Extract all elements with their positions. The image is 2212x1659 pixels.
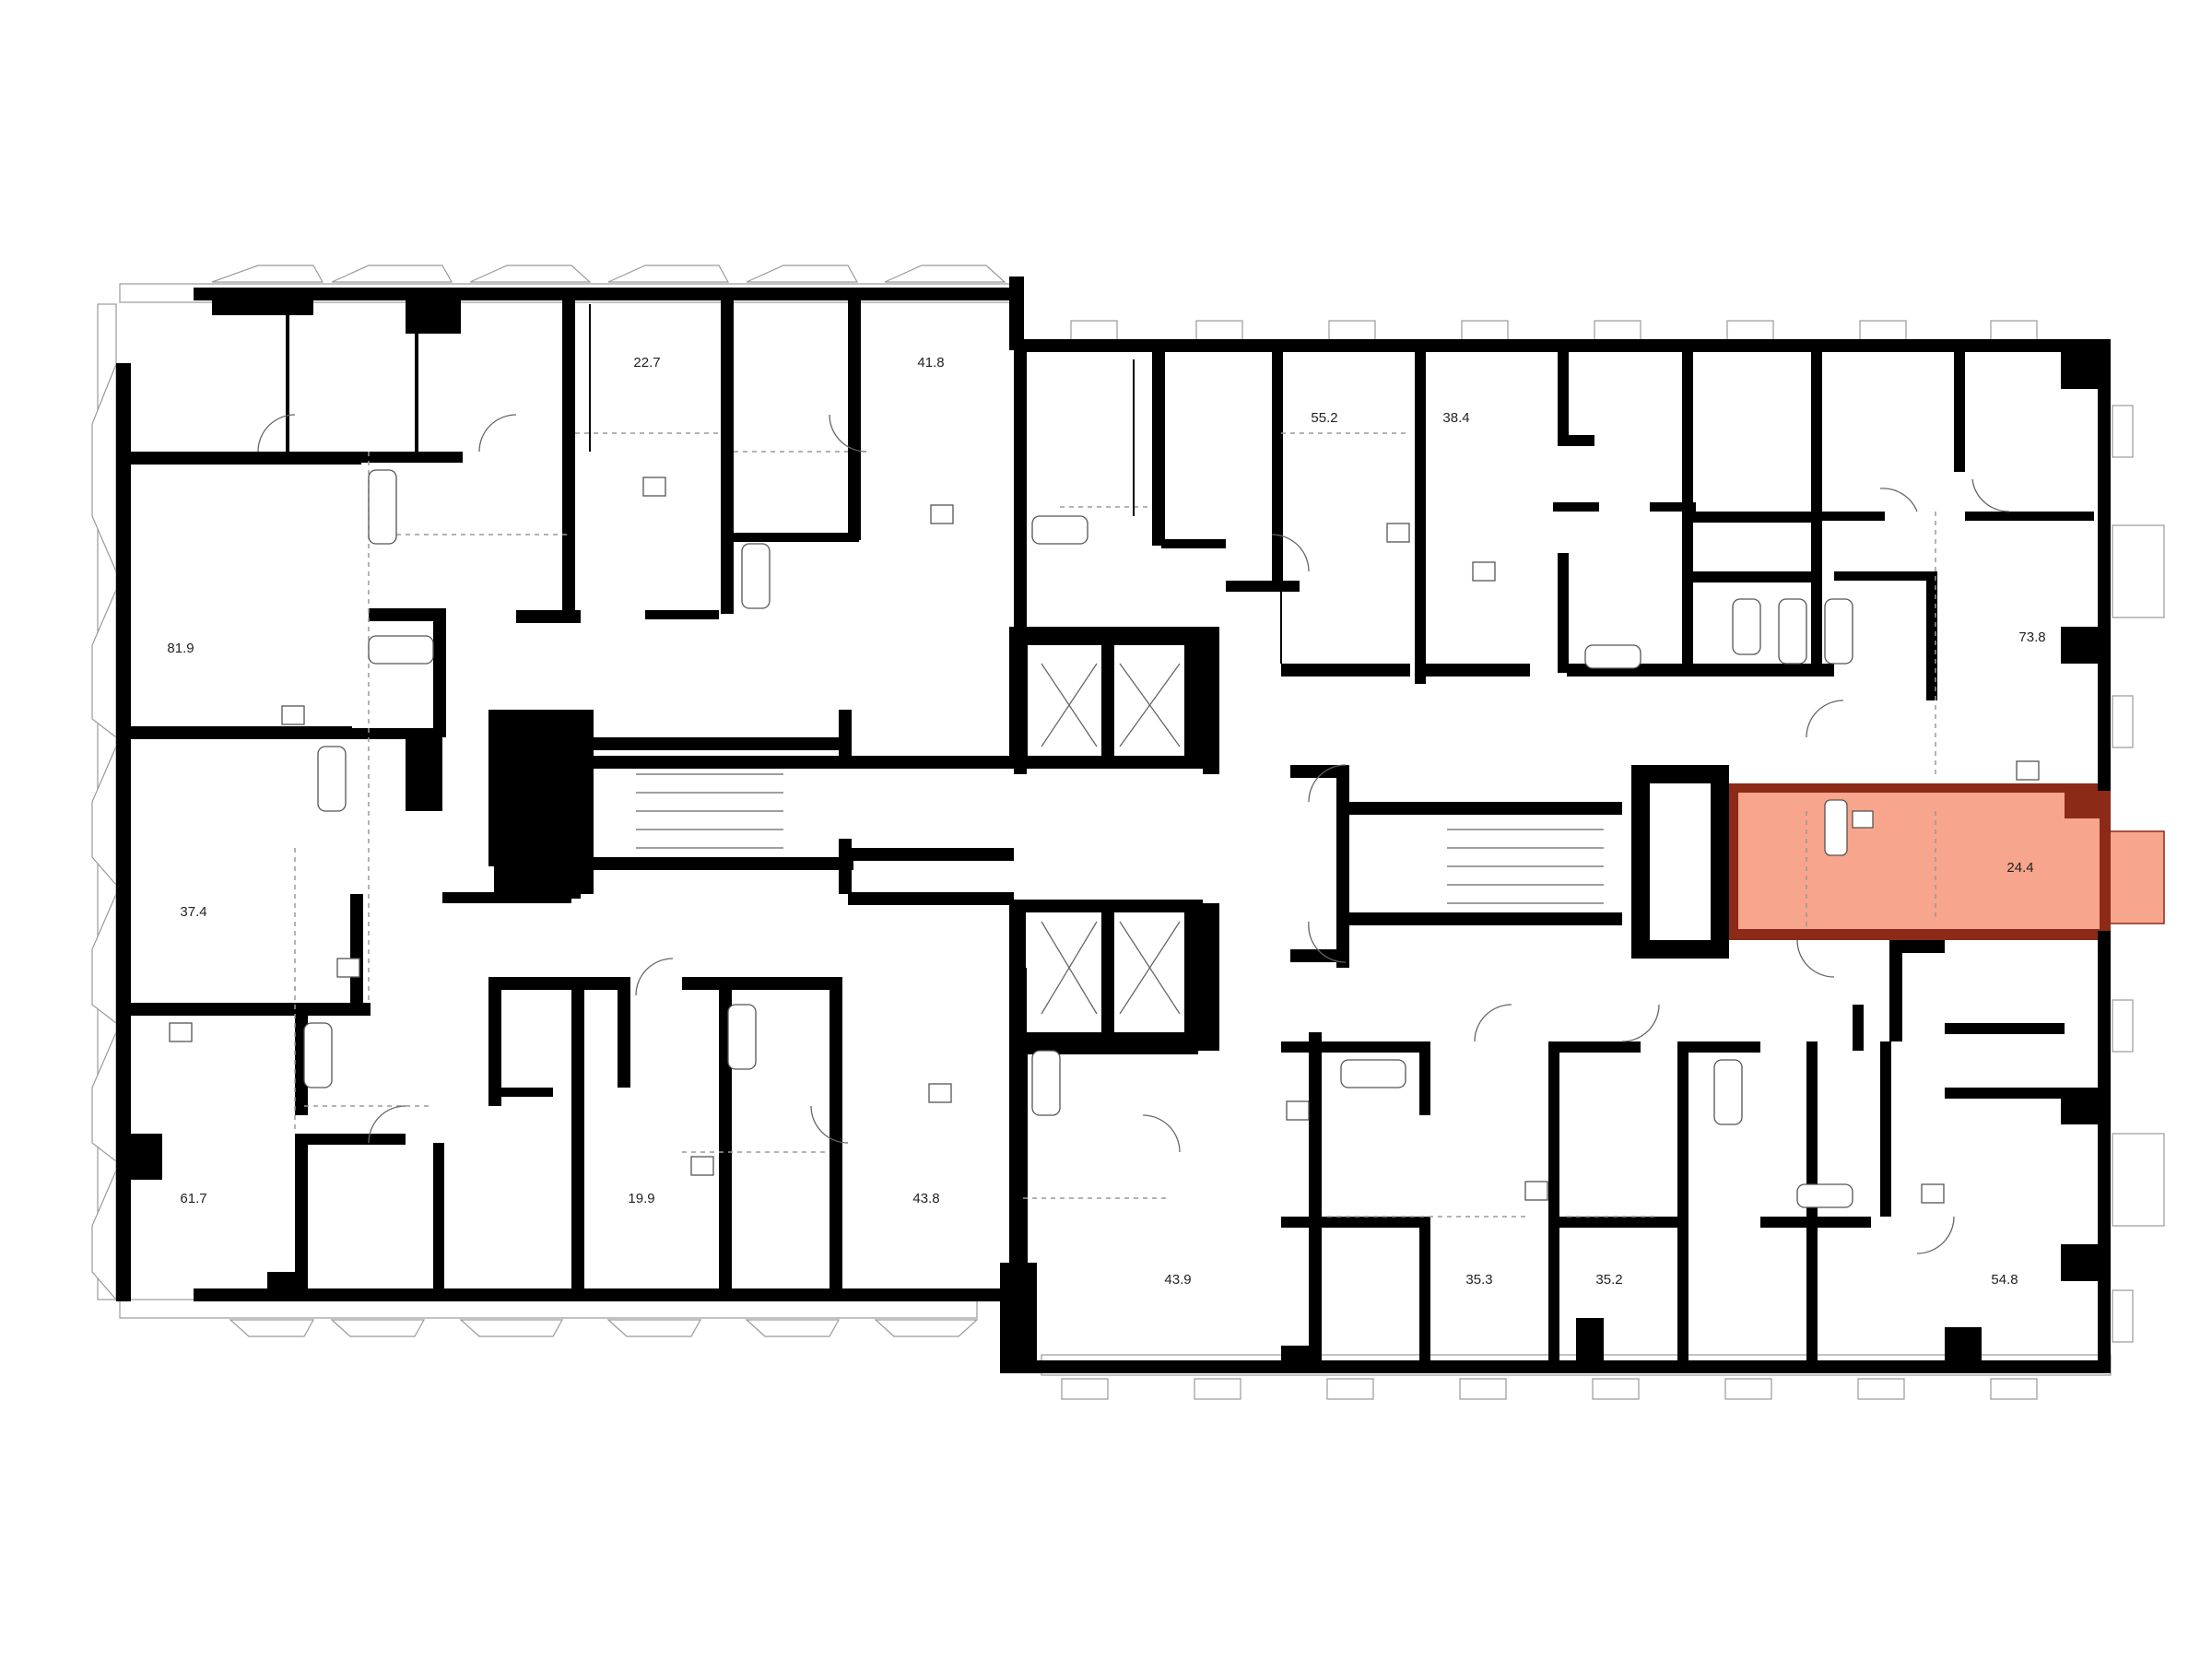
highlight-wall-top <box>1729 783 2109 793</box>
area-label-43-9: 43.9 <box>1164 1272 1191 1288</box>
highlight-balcony <box>2108 830 2165 924</box>
walls <box>116 276 2111 1373</box>
highlight-column <box>2065 793 2101 818</box>
area-label-24-4: 24.4 <box>2006 860 2033 876</box>
area-label-73-8: 73.8 <box>2018 629 2045 645</box>
facade-glazing <box>91 265 2165 1400</box>
area-label-35-2: 35.2 <box>1595 1272 1622 1288</box>
highlight-fill <box>1729 783 2109 938</box>
area-label-43-8: 43.8 <box>912 1191 939 1206</box>
area-label-61-7: 61.7 <box>180 1191 206 1206</box>
highlight-wall-left <box>1729 783 1738 940</box>
area-label-19-9: 19.9 <box>628 1191 654 1206</box>
area-label-55-2: 55.2 <box>1311 410 1337 426</box>
area-label-41-8: 41.8 <box>917 355 944 371</box>
fixtures <box>169 414 2040 1254</box>
area-labels: 81.9 22.7 41.8 55.2 38.4 73.8 37.4 24.4 … <box>167 355 2045 1288</box>
highlighted-unit-24-4[interactable] <box>1729 783 2165 940</box>
area-label-81-9: 81.9 <box>167 641 194 656</box>
area-label-38-4: 38.4 <box>1442 410 1469 426</box>
area-label-37-4: 37.4 <box>180 904 206 920</box>
highlight-wall-right <box>2100 783 2111 940</box>
partitions <box>294 304 1936 1218</box>
area-label-22-7: 22.7 <box>633 355 660 371</box>
area-label-35-3: 35.3 <box>1465 1272 1492 1288</box>
highlight-wall-bottom <box>1729 929 2109 940</box>
area-label-54-8: 54.8 <box>1991 1272 2018 1288</box>
